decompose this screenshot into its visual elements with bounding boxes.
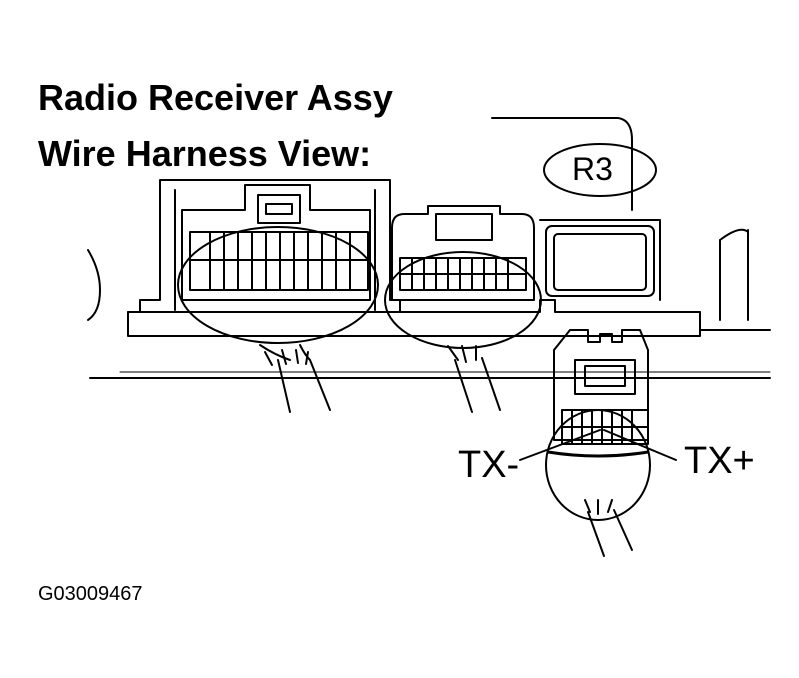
terminal-label-tx-minus: TX- — [458, 444, 520, 486]
connector-r3-plug — [519, 329, 677, 521]
tx-minus-leader — [519, 429, 601, 461]
harness-cable-1 — [259, 344, 331, 413]
harness-cable-2 — [447, 345, 501, 413]
diagram-title: Radio Receiver Assy Wire Harness View: — [38, 70, 393, 182]
terminal-label-tx-plus: TX+ — [684, 440, 755, 482]
title-line-2: Wire Harness View: — [38, 133, 372, 174]
title-line-1: Radio Receiver Assy — [38, 77, 393, 118]
receiver-body-outline — [87, 117, 771, 379]
connector-housing — [127, 179, 701, 337]
tx-plus-leader — [603, 429, 677, 461]
harness-cable-3 — [584, 499, 633, 557]
r3-tag-ellipse — [543, 143, 657, 197]
r3-socket — [543, 143, 657, 297]
connector-1 — [177, 184, 379, 344]
connector-tag-r3: R3 — [572, 151, 613, 187]
connector-2 — [384, 205, 542, 349]
figure-code: G03009467 — [38, 583, 143, 605]
